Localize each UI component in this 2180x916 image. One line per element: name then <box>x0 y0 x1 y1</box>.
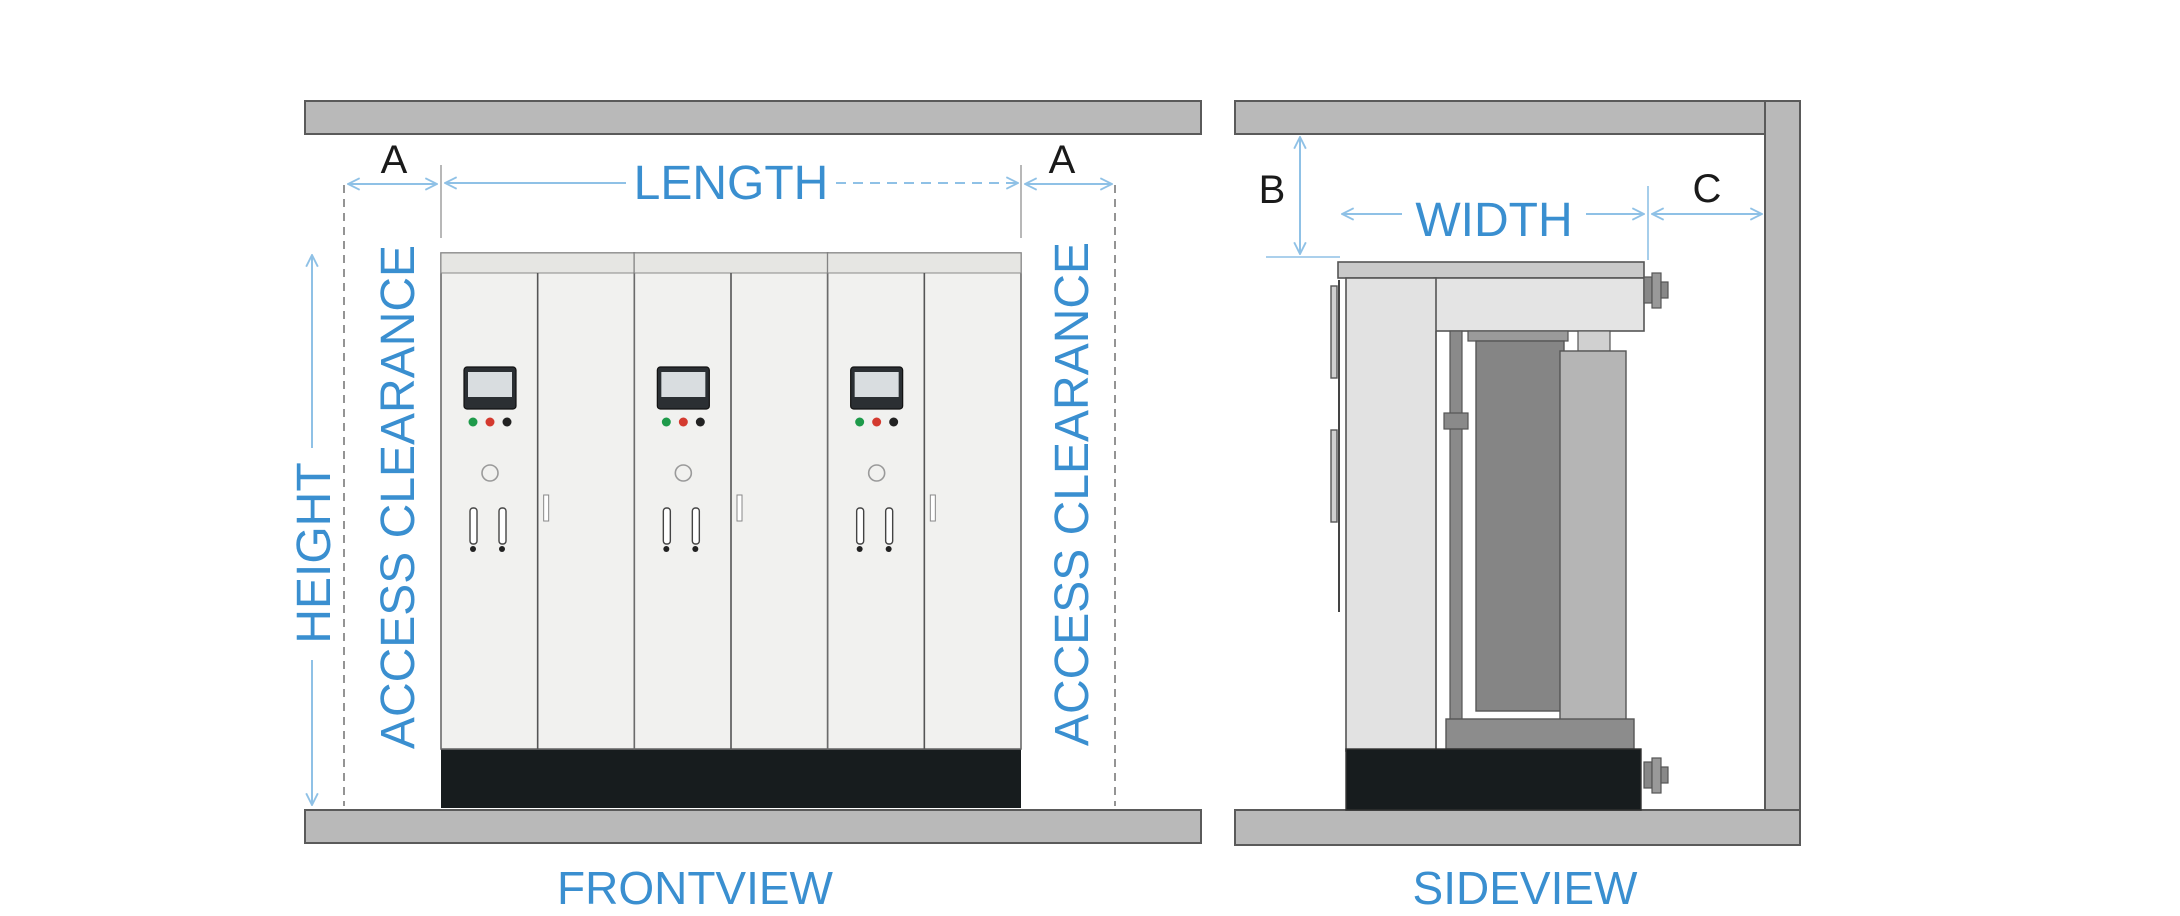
indicator-lamp-red <box>872 417 882 427</box>
side-view: B WIDTH C <box>1234 100 1801 914</box>
indicator-lamp-black <box>502 417 512 427</box>
side-front-panel <box>1345 277 1437 752</box>
side-core-top-bracket <box>1467 330 1569 342</box>
hmi-screen-display <box>661 372 706 397</box>
door-latch <box>736 494 743 522</box>
indicator-lamp-green <box>468 417 478 427</box>
rotary-switch-icon <box>481 464 499 482</box>
side-wall-join-bottom <box>1766 811 1799 844</box>
side-rod-clamp <box>1443 412 1469 430</box>
side-bottom-rail <box>1445 718 1635 750</box>
hmi-screen-display <box>468 372 512 397</box>
side-plinth <box>1345 748 1642 811</box>
side-top-cap <box>1337 261 1645 279</box>
door-handle-right <box>498 507 507 545</box>
handle-knob-left <box>663 546 670 552</box>
handle-knob-right <box>499 546 505 552</box>
side-hinge-bottom <box>1330 429 1338 523</box>
front-floor-slab <box>304 809 1202 844</box>
side-hinge-top <box>1330 285 1338 379</box>
rotary-switch-icon <box>867 464 886 482</box>
indicator-lamp-black <box>889 417 899 427</box>
sideview-caption: SIDEVIEW <box>1413 862 1639 914</box>
a-left-label: A <box>381 138 408 182</box>
door-handle-left <box>469 507 478 545</box>
door-latch <box>929 494 936 522</box>
indicator-lamp-black <box>695 417 705 427</box>
cabinet-top-trim <box>633 252 829 274</box>
door-handle-right <box>884 507 894 545</box>
indicator-lamp-green <box>855 417 865 427</box>
indicator-lamp-red <box>485 417 495 427</box>
c-label: C <box>1693 167 1722 211</box>
side-core <box>1475 340 1565 712</box>
access-clearance-left-label: ACCESS CLEARANCE <box>372 245 425 749</box>
cabinet-1 <box>440 252 636 750</box>
door-latch <box>543 494 550 522</box>
door-handle-left <box>662 507 672 545</box>
access-clearance-right-label: ACCESS CLEARANCE <box>1046 242 1099 746</box>
side-rod <box>1449 330 1463 732</box>
side-back-wall <box>1764 100 1801 846</box>
hmi-screen-display <box>854 372 899 397</box>
side-wall-join-top <box>1766 102 1799 133</box>
length-label: LENGTH <box>634 157 829 210</box>
switchgear-cabinets <box>440 252 1022 808</box>
door-handle-left <box>855 507 865 545</box>
front-ceiling-slab <box>304 100 1202 135</box>
cabinet-2 <box>633 252 829 750</box>
width-label: WIDTH <box>1415 194 1572 247</box>
side-coil-housing <box>1559 350 1627 722</box>
side-ceiling-slab <box>1234 100 1801 135</box>
handle-knob-left <box>856 546 863 552</box>
front-plinth <box>441 749 1021 808</box>
indicator-lamp-green <box>661 417 671 427</box>
side-floor-slab <box>1234 809 1801 846</box>
front-view: A A LENGTH HEIGHT ACCESS CLEARANCE ACCES… <box>288 100 1202 914</box>
b-label: B <box>1259 168 1286 212</box>
height-label: HEIGHT <box>288 462 341 643</box>
side-bolt-bottom <box>1643 757 1669 794</box>
handle-knob-right <box>885 546 892 552</box>
side-bolt-top <box>1643 272 1669 309</box>
indicator-lamp-red <box>678 417 688 427</box>
frontview-caption: FRONTVIEW <box>557 862 834 914</box>
side-cabinet <box>1330 261 1669 811</box>
rotary-switch-icon <box>674 464 693 482</box>
door-handle-right <box>691 507 701 545</box>
handle-knob-right <box>692 546 699 552</box>
side-core-upper-bar <box>1577 330 1611 352</box>
cabinet-top-trim <box>440 252 635 274</box>
cabinet-top-trim <box>827 252 1022 274</box>
cabinet-3 <box>826 252 1022 750</box>
side-top-beam <box>1433 277 1645 332</box>
handle-knob-left <box>470 546 476 552</box>
a-right-label: A <box>1049 138 1076 182</box>
